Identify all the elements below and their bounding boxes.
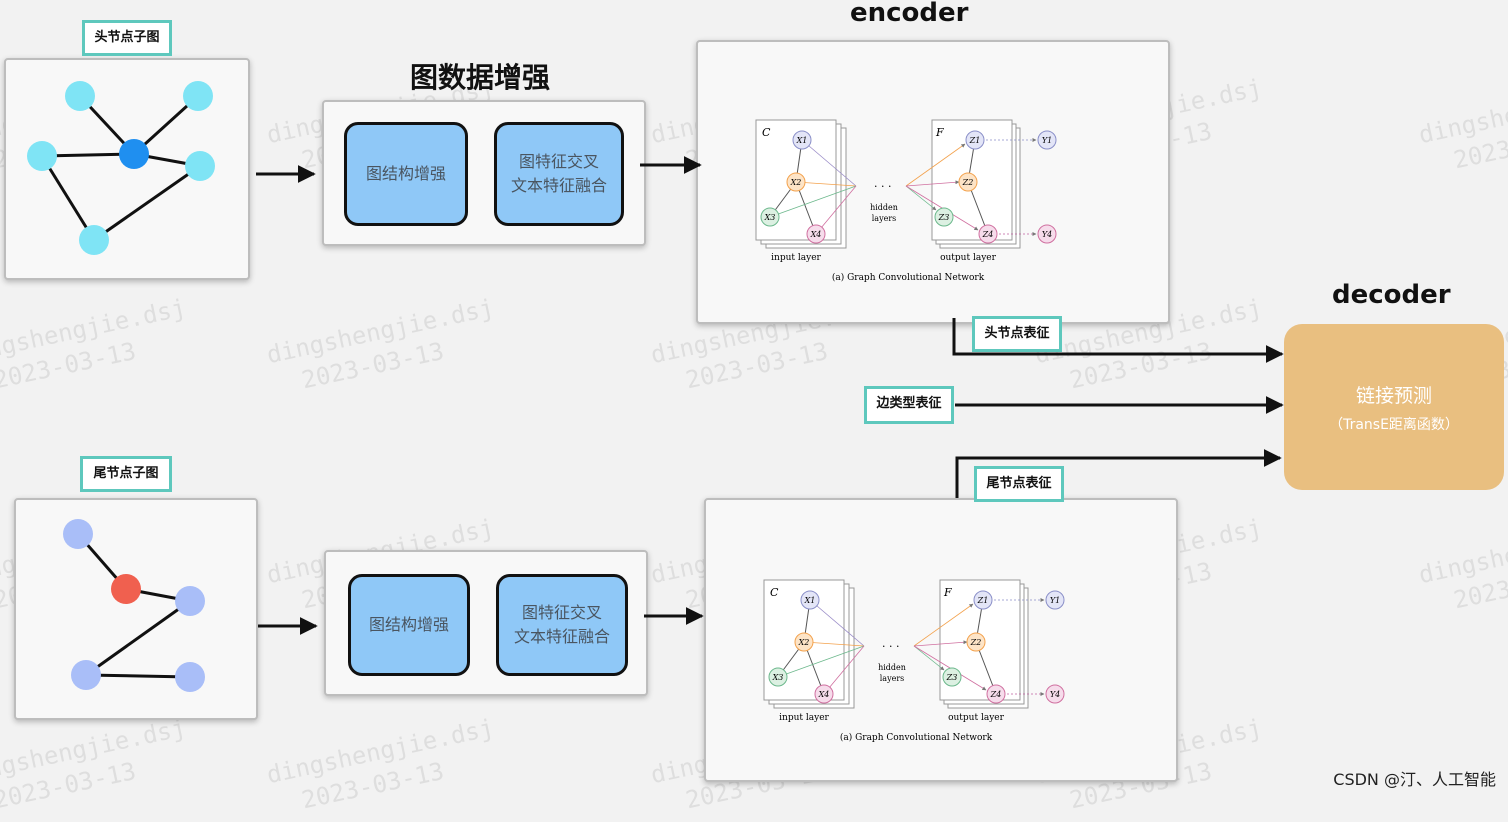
graph-node: [185, 151, 215, 181]
head-subgraph-tag: 头节点子图: [82, 20, 172, 56]
graph-node: [63, 519, 93, 549]
svg-text:Z1: Z1: [977, 596, 989, 605]
arrow-head-repr-to-decoder: [952, 318, 1284, 363]
tail-subgraph-panel: [14, 498, 258, 720]
tail-subgraph-tag: 尾节点子图: [80, 456, 172, 492]
svg-text:layers: layers: [880, 674, 905, 683]
svg-text:X4: X4: [818, 690, 830, 699]
link-prediction-box: 链接预测 （TransE距离函数）: [1284, 324, 1504, 490]
svg-text:Y1: Y1: [1050, 596, 1060, 605]
tail-subgraph: [63, 519, 205, 692]
svg-text:Z1: Z1: [969, 136, 981, 145]
svg-text:Y4: Y4: [1050, 690, 1060, 699]
graph-node: [27, 141, 57, 171]
svg-text:Z3: Z3: [946, 673, 958, 682]
svg-text:C: C: [762, 126, 771, 139]
structure-augment-box: 图结构增强: [344, 122, 468, 226]
arrow-tail-repr-to-decoder: [955, 449, 1282, 498]
graph-node: [175, 662, 205, 692]
augment-title: 图数据增强: [410, 61, 551, 94]
svg-text:Z2: Z2: [970, 638, 982, 647]
graph-node: [175, 586, 205, 616]
encoder-title: encoder: [850, 0, 969, 28]
structure-augment-box: 图结构增强: [348, 574, 470, 676]
gcn-figure-tail: C F · · · hidden layers X1 X2 X3 X4 Z1: [763, 579, 1065, 743]
pipeline-diagram: C F · · · hidden layers X1 X2 X3 X4 Z1: [27, 81, 1284, 743]
svg-text:Y4: Y4: [1042, 230, 1052, 239]
svg-text:X1: X1: [796, 136, 808, 145]
graph-edge: [41, 152, 135, 158]
credit-text: CSDN @汀、人工智能: [1333, 770, 1496, 789]
svg-text:F: F: [935, 126, 944, 139]
edge-representation-tag: 边类型表征: [864, 386, 954, 424]
transe-function-label: （TransE距离函数）: [1329, 416, 1459, 433]
svg-text:F: F: [943, 586, 952, 599]
svg-text:Z4: Z4: [982, 230, 994, 239]
tail-center-node: [111, 574, 141, 604]
head-subgraph: [27, 81, 215, 255]
svg-text:input layer: input layer: [771, 253, 821, 263]
svg-text:· · ·: · · ·: [882, 640, 899, 653]
graph-node: [183, 81, 213, 111]
svg-text:output layer: output layer: [948, 713, 1005, 723]
svg-text:output layer: output layer: [940, 253, 997, 263]
graph-edge: [40, 155, 96, 241]
decoder-title: decoder: [1332, 280, 1451, 310]
graph-node: [65, 81, 95, 111]
gcn-figure-head: C F · · · hidden layers X1 X2 X3 X4 Z1: [755, 119, 1057, 283]
graph-node: [71, 660, 101, 690]
svg-text:X1: X1: [804, 596, 816, 605]
svg-text:X4: X4: [810, 230, 822, 239]
svg-text:· · ·: · · ·: [874, 180, 891, 193]
svg-text:Y1: Y1: [1042, 136, 1052, 145]
svg-text:Z2: Z2: [962, 178, 974, 187]
svg-text:input layer: input layer: [779, 713, 829, 723]
graph-node: [79, 225, 109, 255]
feature-fusion-box: 图特征交叉 文本特征融合: [494, 122, 624, 226]
svg-text:X2: X2: [798, 638, 810, 647]
svg-text:C: C: [770, 586, 779, 599]
svg-text:Z4: Z4: [990, 690, 1002, 699]
head-center-node: [119, 139, 149, 169]
svg-text:(a) Graph Convolutional Networ: (a) Graph Convolutional Network: [832, 272, 985, 283]
tail-representation-tag: 尾节点表征: [974, 466, 1064, 502]
head-representation-tag: 头节点表征: [972, 316, 1062, 352]
svg-text:layers: layers: [872, 214, 897, 223]
svg-text:(a) Graph Convolutional Networ: (a) Graph Convolutional Network: [840, 732, 993, 743]
graph-edge: [93, 164, 201, 242]
graph-edge: [85, 599, 191, 677]
feature-fusion-box: 图特征交叉 文本特征融合: [496, 574, 628, 676]
svg-text:X2: X2: [790, 178, 802, 187]
svg-text:hidden: hidden: [870, 203, 898, 212]
svg-text:Z3: Z3: [938, 213, 950, 222]
svg-text:X3: X3: [764, 213, 776, 222]
graph-edge: [85, 673, 191, 679]
svg-text:hidden: hidden: [878, 663, 906, 672]
svg-text:X3: X3: [772, 673, 784, 682]
link-prediction-label: 链接预测: [1355, 384, 1432, 407]
